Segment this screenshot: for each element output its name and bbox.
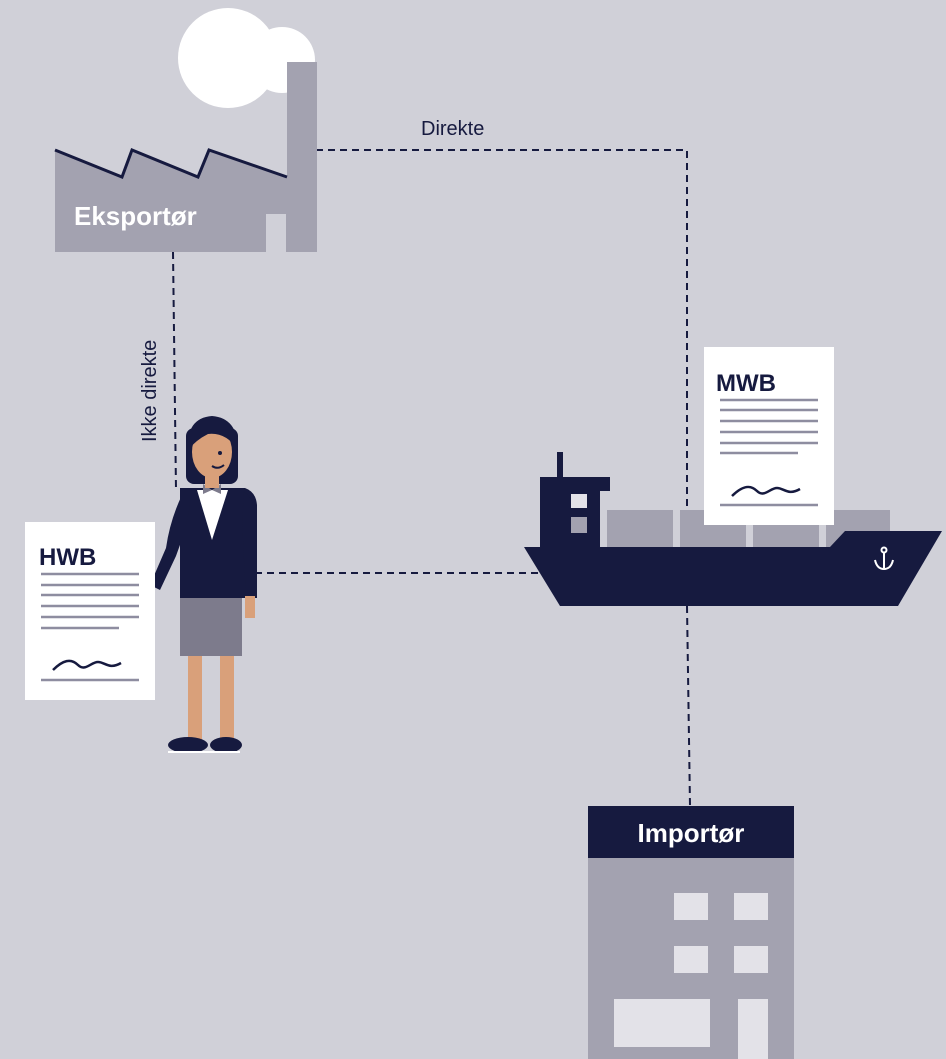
bridge-window [571, 517, 587, 533]
chimney [287, 62, 317, 252]
hwb-document: HWB [25, 522, 155, 700]
shop-window [614, 999, 710, 1047]
direct-connector [316, 150, 687, 510]
bridge-window [571, 494, 587, 508]
ship-mast [557, 452, 563, 480]
importer-building: Importør [588, 806, 794, 1059]
window [674, 946, 708, 973]
exporter-factory: Eksportør [55, 8, 317, 252]
container [607, 510, 673, 548]
direct-label: Direkte [421, 118, 484, 140]
mwb-document: MWB [704, 347, 834, 525]
indirect-connector [173, 252, 176, 490]
door [738, 999, 768, 1059]
factory-door [266, 214, 286, 252]
exporter-label: Eksportør [74, 201, 197, 231]
ship-bridge [540, 477, 600, 549]
importer-label: Importør [638, 818, 745, 848]
window [734, 946, 768, 973]
ship-importer-connector [687, 606, 690, 806]
hwb-label: HWB [39, 544, 96, 571]
window [674, 893, 708, 920]
indirect-label: Ikke direkte [139, 340, 161, 442]
freight-agent [141, 416, 257, 753]
mwb-label: MWB [716, 370, 776, 397]
window [734, 893, 768, 920]
